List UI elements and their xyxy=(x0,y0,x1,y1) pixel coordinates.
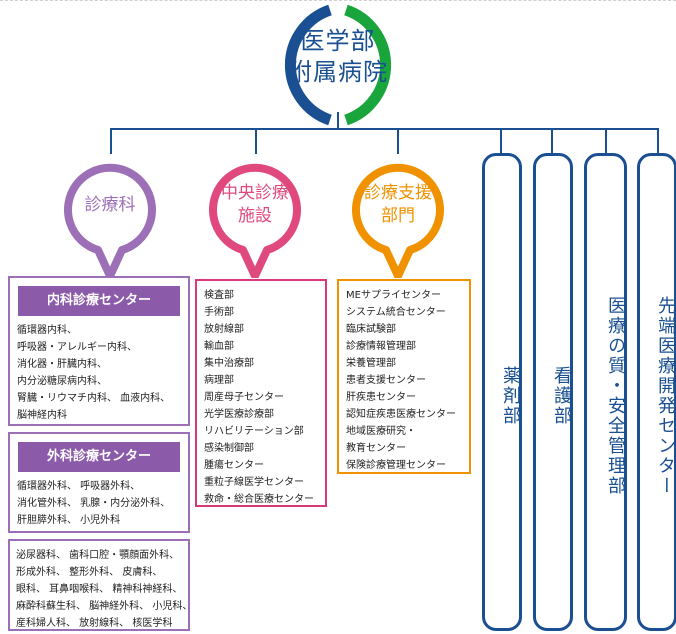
list-item: 肝胆膵外科、 小児外科 xyxy=(17,515,121,526)
list-item: 栄養管理部 xyxy=(346,358,396,369)
list-item: 肝疾患センター xyxy=(346,392,416,403)
pin-shien: 診療支援 部門 xyxy=(350,150,446,278)
list-item: 地域医療研究・ xyxy=(346,426,416,437)
list-item: 教育センター xyxy=(346,443,406,454)
kango-label: 看護部 xyxy=(551,366,572,426)
pin-chuo-line2: 施設 xyxy=(238,206,272,226)
list-item: 輸血部 xyxy=(204,341,234,352)
list-item: 患者支援センター xyxy=(346,375,426,386)
root-connector xyxy=(337,112,339,130)
list-item: 検査部 xyxy=(204,290,234,301)
list-item: 脳神経内科 xyxy=(17,410,67,421)
list-item: 循環器外科、 呼吸器外科、 xyxy=(17,481,141,492)
sentan-bar: 先端医療開発センター xyxy=(637,153,676,631)
yakuzai-label: 薬剤部 xyxy=(500,366,521,426)
root-green-arc xyxy=(344,4,392,126)
list-item: 診療情報管理部 xyxy=(346,341,416,352)
list-item: 腎臓・リウマチ内科、 血液内科、 xyxy=(17,393,171,404)
other-depts-box: 泌尿器科、 歯科口腔・顎顔面外科、 形成外科、 整形外科、 皮膚科、 眼科、 耳… xyxy=(8,539,193,631)
pin-shinryo-label: 診療科 xyxy=(84,195,136,215)
kango-bar: 看護部 xyxy=(533,153,573,631)
naika-header: 内科診療センター xyxy=(18,286,180,316)
list-item: 保険診療管理センター xyxy=(346,460,446,471)
list-item: 手術部 xyxy=(204,307,234,318)
pin-shinryo: 診療科 xyxy=(62,150,158,278)
list-item: 集中治療部 xyxy=(204,358,254,369)
list-item: 眼科、 耳鼻咽喉科、 精神科神経科、 xyxy=(16,584,183,595)
shien-box: MEサプライセンター システム統合センター 臨床試験部 診療情報管理部 栄養管理… xyxy=(337,279,471,474)
connector-chuo xyxy=(255,128,257,154)
geka-header: 外科診療センター xyxy=(18,442,180,472)
list-item: 放射線部 xyxy=(204,324,244,335)
connector-shinryo xyxy=(110,128,112,154)
connector-shien xyxy=(397,128,399,154)
list-item: 認知症疾患医療センター xyxy=(346,409,456,420)
anzen-bar: 医療の質・安全管理部 xyxy=(584,153,627,631)
list-item: 形成外科、 整形外科、 皮膚科、 xyxy=(16,567,163,578)
list-item: 救命・総合医療センター xyxy=(204,494,314,505)
yakuzai-bar: 薬剤部 xyxy=(482,153,522,631)
geka-box: 外科診療センター 循環器外科、 呼吸器外科、 消化管外科、 乳腺・内分泌外科、 … xyxy=(8,432,190,533)
root-title: 医学部 附属病院 xyxy=(258,26,418,88)
pin-chuo-line1: 中央診療 xyxy=(221,183,289,203)
pin-chuo-label: 中央診療 施設 xyxy=(207,182,303,228)
root-title-line2: 附属病院 xyxy=(288,58,388,86)
chuo-box: 検査部 手術部 放射線部 輸血部 集中治療部 病理部 周産母子センター 光学医療… xyxy=(195,279,327,507)
pin-shien-line1: 診療支援 xyxy=(364,183,432,203)
list-item: 光学医療診療部 xyxy=(204,409,274,420)
branch-connector xyxy=(110,128,658,130)
naika-list: 循環器内科、 呼吸器・アレルギー内科、 消化器・肝臓内科、 内分泌糖尿病内科、 … xyxy=(10,322,188,424)
geka-list: 循環器外科、 呼吸器外科、 消化管外科、 乳腺・内分泌外科、 肝胆膵外科、 小児… xyxy=(10,478,188,529)
list-item: 臨床試験部 xyxy=(346,324,396,335)
root-title-line1: 医学部 xyxy=(300,27,376,55)
list-item: 消化器・肝臓内科、 xyxy=(17,359,107,370)
pin-chuo: 中央診療 施設 xyxy=(207,150,303,278)
connector-sentan xyxy=(657,128,659,154)
pin-shien-line2: 部門 xyxy=(381,206,415,226)
list-item: 循環器内科、 xyxy=(17,325,77,336)
anzen-label: 医療の質・安全管理部 xyxy=(605,296,626,496)
list-item: 感染制御部 xyxy=(204,443,254,454)
connector-anzen xyxy=(605,128,607,154)
list-item: 腫瘍センター xyxy=(204,460,264,471)
list-item: 重粒子線医学センター xyxy=(204,477,304,488)
root-emblem xyxy=(284,4,392,126)
root-blue-arc xyxy=(284,4,332,126)
list-item: 周産母子センター xyxy=(204,392,284,403)
list-item: 呼吸器・アレルギー内科、 xyxy=(17,342,137,353)
naika-box: 内科診療センター 循環器内科、 呼吸器・アレルギー内科、 消化器・肝臓内科、 内… xyxy=(8,276,190,426)
list-item: 病理部 xyxy=(204,375,234,386)
top-divider xyxy=(0,0,676,3)
list-item: 内分泌糖尿病内科、 xyxy=(17,376,107,387)
list-item: 消化管外科、 乳腺・内分泌外科、 xyxy=(17,498,171,509)
list-item: 産科婦人科、 放射線科、 核医学科 xyxy=(16,618,173,629)
list-item: リハビリテーション部 xyxy=(204,426,304,437)
list-item: 泌尿器科、 歯科口腔・顎顔面外科、 xyxy=(16,550,180,561)
pin-shien-label: 診療支援 部門 xyxy=(350,182,446,228)
connector-kango xyxy=(551,128,553,154)
sentan-label: 先端医療開発センター xyxy=(655,296,676,496)
connector-yakuzai xyxy=(500,128,502,154)
list-item: 麻酔科蘇生科、 脳神経外科、 小児科、 xyxy=(16,601,193,612)
list-item: システム統合センター xyxy=(346,307,446,318)
list-item: MEサプライセンター xyxy=(346,290,441,301)
